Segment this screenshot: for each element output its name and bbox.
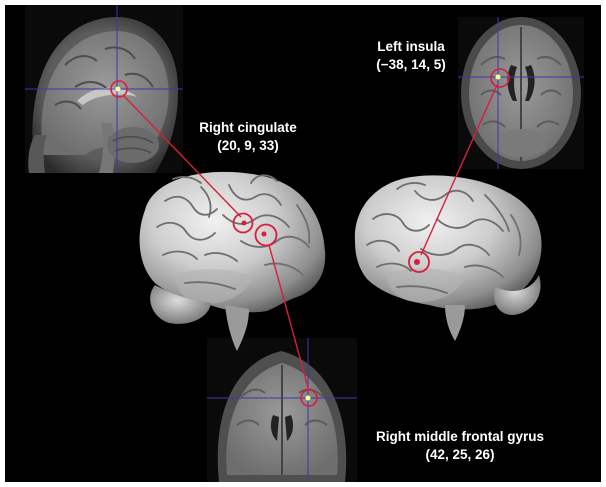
label-right-middle-frontal-gyrus: Right middle frontal gyrus (42, 25, 26) xyxy=(350,428,570,464)
brain-render-right-lateral xyxy=(140,172,326,351)
region-name: Left insula xyxy=(356,38,466,56)
sagittal-mri-slice xyxy=(25,5,183,173)
figure-canvas xyxy=(5,5,601,482)
region-coordinates: (42, 25, 26) xyxy=(350,446,570,464)
region-coordinates: (20, 9, 33) xyxy=(178,137,318,155)
label-right-cingulate: Right cingulate (20, 9, 33) xyxy=(178,119,318,155)
region-coordinates: (−38, 14, 5) xyxy=(356,56,466,74)
brain-render-left-lateral xyxy=(355,175,542,341)
region-name: Right middle frontal gyrus xyxy=(350,428,570,446)
label-left-insula: Left insula (−38, 14, 5) xyxy=(356,38,466,74)
coronal-mri-slice xyxy=(207,338,357,482)
region-name: Right cingulate xyxy=(178,119,318,137)
axial-mri-slice xyxy=(458,17,584,169)
